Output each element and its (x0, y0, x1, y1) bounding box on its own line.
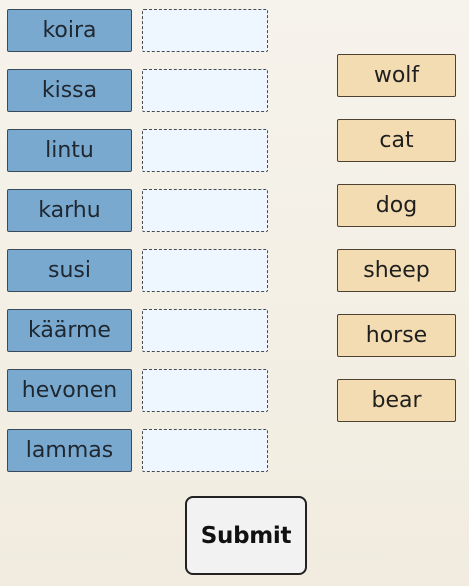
source-word-karhu: karhu (7, 189, 132, 232)
choice-tile-cat[interactable]: cat (337, 119, 456, 162)
source-word-kaarme: käärme (7, 309, 132, 352)
choice-tile-dog[interactable]: dog (337, 184, 456, 227)
choice-tile-horse[interactable]: horse (337, 314, 456, 357)
source-word-susi: susi (7, 249, 132, 292)
source-word-koira: koira (7, 9, 132, 52)
answer-drop-slot[interactable] (142, 369, 268, 412)
answer-drop-slot[interactable] (142, 9, 268, 52)
answer-drop-slot[interactable] (142, 429, 268, 472)
answer-drop-slot[interactable] (142, 189, 268, 232)
choice-tile-bear[interactable]: bear (337, 379, 456, 422)
source-word-lammas: lammas (7, 429, 132, 472)
answer-drop-slot[interactable] (142, 129, 268, 172)
choice-tile-sheep[interactable]: sheep (337, 249, 456, 292)
source-word-lintu: lintu (7, 129, 132, 172)
answer-drop-slot[interactable] (142, 249, 268, 292)
submit-button[interactable]: Submit (185, 496, 307, 575)
source-word-hevonen: hevonen (7, 369, 132, 412)
choice-tile-wolf[interactable]: wolf (337, 54, 456, 97)
answer-drop-slot[interactable] (142, 309, 268, 352)
source-word-kissa: kissa (7, 69, 132, 112)
answer-drop-slot[interactable] (142, 69, 268, 112)
